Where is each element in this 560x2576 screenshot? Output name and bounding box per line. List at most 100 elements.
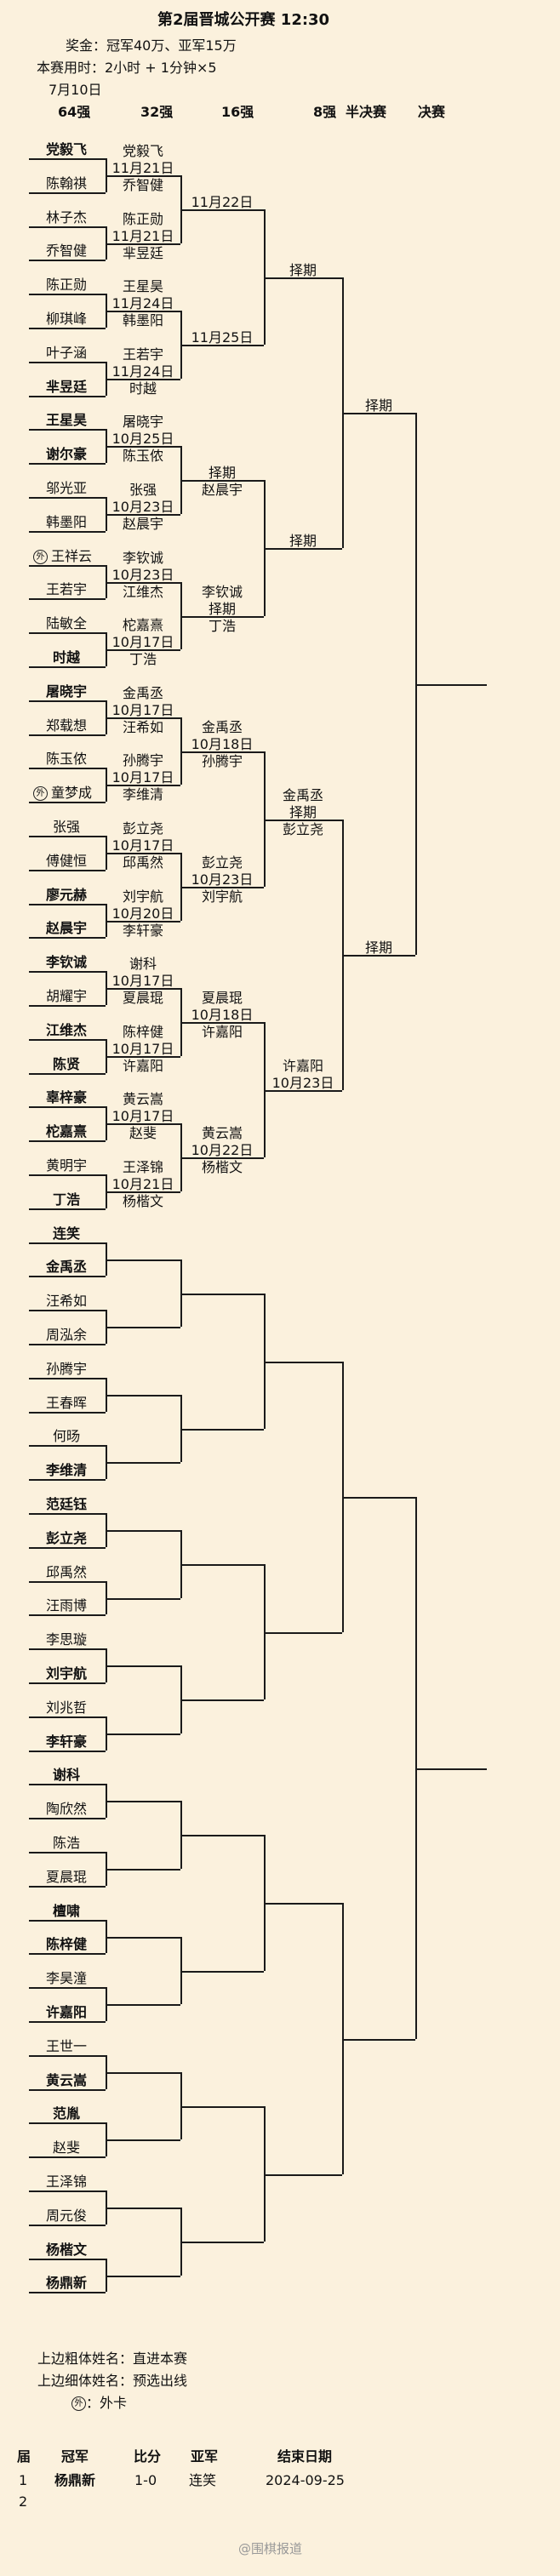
bracket-line (29, 2190, 106, 2192)
player-name: 陶欣然 (45, 1801, 87, 1817)
bracket-line (106, 649, 180, 651)
player-name: 叶子涵 (45, 345, 87, 361)
player-name: 丁浩 (52, 1191, 80, 1208)
bracket-line (29, 1039, 106, 1041)
bracket-line (106, 1191, 180, 1193)
bracket-line (29, 1344, 106, 1345)
bracket-line (29, 531, 106, 533)
player-name: 范胤 (52, 2105, 80, 2122)
bracket-line (180, 1157, 264, 1159)
player-name: 彭立尧 (45, 1530, 87, 1546)
r32-winner-a: 李钦诚 (122, 550, 163, 566)
bracket-line (29, 2156, 106, 2158)
r32-date: 10月17日 (111, 973, 174, 989)
player-name: 范廷钰 (45, 1496, 87, 1512)
bracket-line (29, 1682, 106, 1684)
bracket-line (29, 1174, 106, 1176)
bracket-line (29, 565, 106, 567)
wildcard-badge: 外 (33, 786, 48, 801)
bracket-line (106, 1462, 180, 1464)
player-name: 李钦诚 (45, 954, 87, 970)
history-row-1-champion: 杨鼎新 (54, 2472, 96, 2488)
player-name: 乔智健 (45, 243, 87, 259)
bracket-line (106, 582, 180, 584)
r32-winner-b: 邱禹然 (122, 854, 163, 871)
player-name: 谢尔豪 (45, 446, 87, 462)
r16-date: 10月22日 (191, 1142, 254, 1158)
bracket-line (264, 751, 266, 887)
player-name: 杨楷文 (45, 2242, 87, 2258)
bracket-line (29, 2021, 106, 2023)
player-name: 何旸 (52, 1428, 80, 1444)
bracket-line (106, 2208, 180, 2209)
player-name: 刘兆哲 (45, 1699, 87, 1716)
player-name: 李昊潼 (45, 1970, 87, 1986)
bracket-line (106, 226, 107, 260)
player-name: 杨鼎新 (45, 2275, 87, 2291)
player-name: 柳琪峰 (45, 311, 87, 327)
bracket-line (106, 717, 180, 719)
round-label-semi: 半决赛 (346, 104, 387, 120)
bracket-line (180, 1699, 264, 1701)
bracket-line (106, 1056, 180, 1058)
bracket-line (106, 1581, 107, 1614)
r32-winner-a: 陈正勋 (122, 211, 163, 227)
history-header-runnerup: 亚军 (191, 2448, 219, 2465)
r16-winner-a: 金禹丞 (201, 719, 243, 735)
player-name: 陆敏全 (45, 615, 87, 631)
bracket-line (29, 1378, 106, 1379)
history-row-1-runnerup: 连笑 (189, 2472, 217, 2488)
r32-winner-b: 赵斐 (129, 1125, 157, 1141)
bracket-line (180, 717, 182, 785)
player-name: 金禹丞 (45, 1259, 87, 1275)
semi-date: 择期 (364, 940, 392, 956)
player-name: 邬光亚 (45, 480, 87, 496)
r8-winner-a: 许嘉阳 (282, 1058, 323, 1074)
player-name: 周元俊 (45, 2208, 87, 2224)
player-name: 赵斐 (52, 2139, 80, 2156)
bracket-line (106, 1242, 107, 1276)
r32-winner-b: 乔智健 (122, 177, 163, 193)
r32-winner-a: 王若宇 (122, 346, 163, 363)
history-row-1-edition: 1 (19, 2472, 28, 2488)
r32-winner-a: 金禹丞 (122, 685, 163, 701)
bracket-line (29, 1818, 106, 1819)
bracket-line (264, 1903, 342, 1905)
r32-winner-b: 李轩豪 (122, 922, 163, 939)
r16-date: 10月18日 (191, 1007, 254, 1023)
r32-winner-b: 韩墨阳 (122, 312, 163, 328)
r32-date: 10月17日 (111, 1041, 174, 1057)
player-name: 李维清 (45, 1462, 87, 1478)
round-label-32: 32强 (140, 104, 174, 120)
r32-date: 10月17日 (111, 837, 174, 854)
player-name: 傅健恒 (45, 853, 87, 869)
semi-date: 择期 (364, 397, 392, 414)
bracket-line (29, 2292, 106, 2293)
page-title: 第2届晋城公开赛 12:30 (157, 11, 330, 29)
wildcard-badge: 外 (33, 550, 48, 564)
bracket-line (29, 870, 106, 871)
player-name: 柁嘉熹 (45, 1123, 87, 1139)
round-label-final: 决赛 (418, 104, 446, 120)
bracket-line (106, 514, 180, 516)
r8-date: 择期 (289, 262, 317, 278)
bracket-line (29, 260, 106, 261)
bracket-line (106, 1665, 180, 1667)
bracket-line (180, 2242, 264, 2243)
bracket-line (29, 192, 106, 194)
bracket-line (29, 768, 106, 769)
bracket-line (106, 1598, 180, 1600)
player-name: 许嘉阳 (45, 2004, 87, 2020)
player-name: 王春晖 (45, 1395, 87, 1411)
r8-winner-a: 金禹丞 (282, 787, 323, 803)
r32-winner-b: 李维清 (122, 786, 163, 803)
bracket-line (29, 2225, 106, 2226)
history-header-edition: 届 (17, 2448, 31, 2465)
r32-winner-a: 黄云嵩 (122, 1091, 163, 1107)
bracket-line (180, 751, 264, 753)
player-name: 檀啸 (52, 1903, 80, 1919)
bracket-line (29, 429, 106, 431)
r32-date: 10月23日 (111, 499, 174, 515)
r16-date: 10月23日 (191, 871, 254, 888)
history-header-score: 比分 (134, 2448, 162, 2465)
